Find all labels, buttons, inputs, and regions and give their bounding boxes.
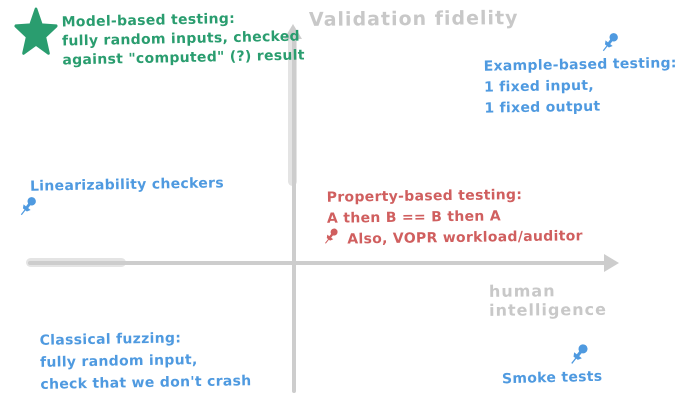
x-axis-arrowhead [604, 254, 619, 272]
note-line: against "computed" (?) result [62, 47, 305, 69]
pushpin-icon [566, 341, 592, 367]
y-axis-line [292, 30, 296, 393]
pushpin-icon [16, 194, 40, 218]
note-line: 1 fixed output [484, 98, 601, 117]
note-line: Linearizability checkers [29, 175, 225, 195]
star-icon [13, 7, 59, 60]
x-axis-line-overstroke [26, 258, 126, 267]
pushpin-icon [598, 30, 622, 54]
note-property-based-testing: Property-based testing: A then B == B th… [327, 184, 583, 251]
x-axis-line [28, 261, 614, 265]
y-axis-line-overstroke [288, 36, 297, 186]
y-axis-arrowhead [284, 24, 302, 39]
note-model-based-testing: Model-based testing: fully random inputs… [61, 8, 305, 70]
note-classical-fuzzing: Classical fuzzing: fully random input, c… [39, 326, 251, 396]
note-line: Smoke tests [501, 368, 603, 388]
x-axis-label: human intelligence [488, 281, 608, 320]
note-line: check that we don't crash [40, 373, 252, 393]
note-line: Also, VOPR workload/auditor [347, 228, 583, 248]
note-example-based-testing: Example-based testing: 1 fixed input, 1 … [483, 53, 677, 119]
pushpin-icon [321, 226, 341, 246]
y-axis-label: Validation fidelity [308, 7, 519, 31]
note-smoke-tests: Smoke tests [502, 367, 603, 391]
note-linearizability-checkers: Linearizability checkers [30, 173, 224, 197]
note-line: Example-based testing: [483, 55, 677, 75]
